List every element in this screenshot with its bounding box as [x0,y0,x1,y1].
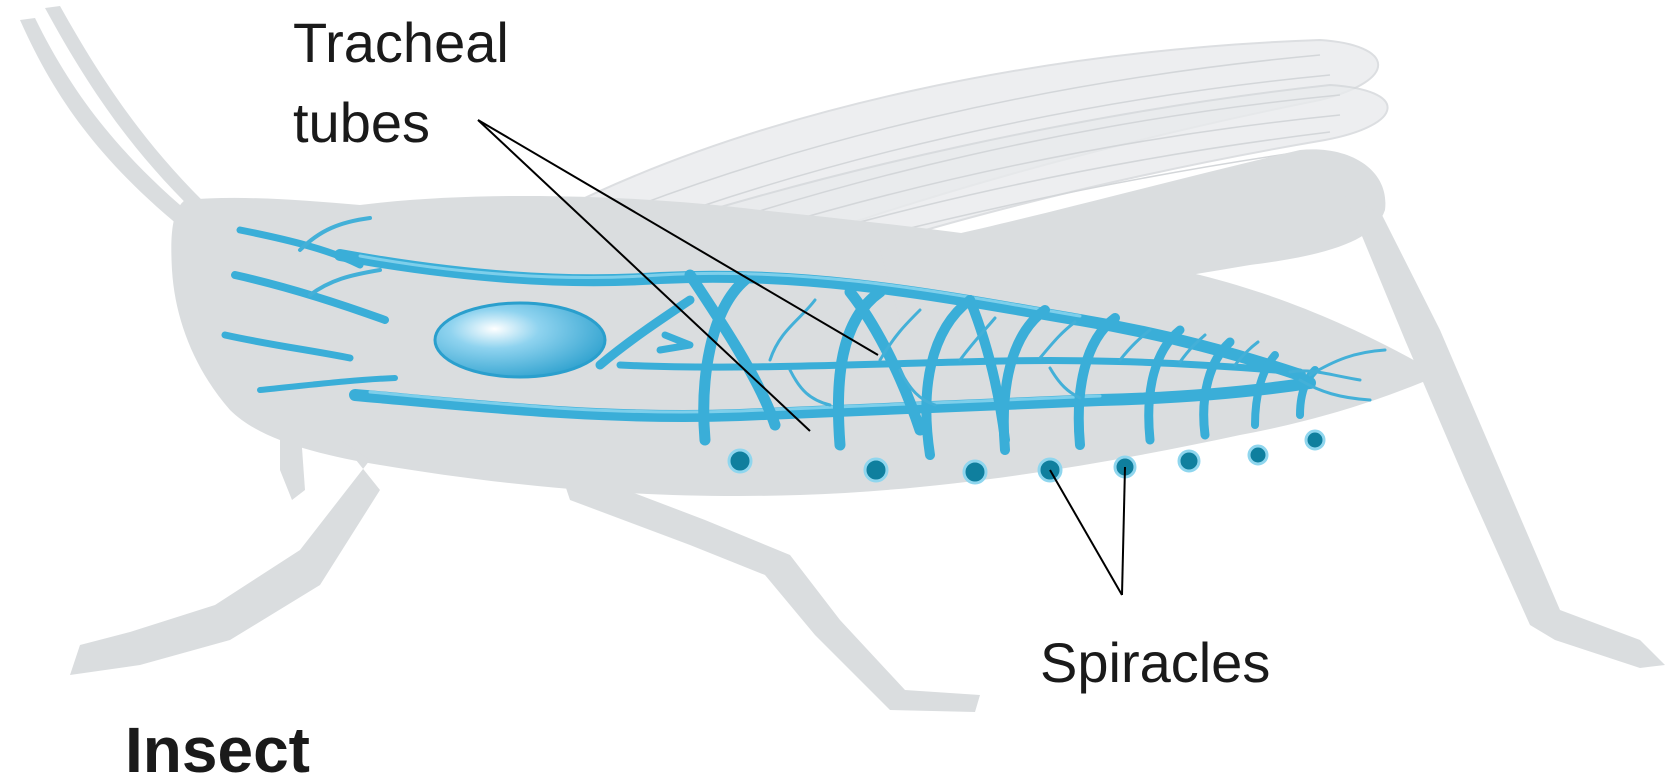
spiracle [865,459,887,481]
spiracle [1249,446,1267,464]
antenna-2 [45,6,212,222]
tracheal-tubes-label-line2: tubes [293,91,430,154]
air-sac [435,303,605,377]
spiracles-label: Spiracles [1040,631,1270,694]
spiracle [729,450,751,472]
antenna-1 [20,18,200,235]
spiracle [964,461,986,483]
front-leg [70,440,380,675]
hind-leg-tibia [1345,195,1665,668]
middle-leg [560,470,980,712]
spiracles-leader-2 [1122,467,1125,595]
diagram-caption: Insect [125,714,310,782]
tracheal-tubes-label-line1: Tracheal [293,11,509,74]
spiracle [1306,431,1324,449]
spiracle [1179,451,1199,471]
spiracles-leader-1 [1050,470,1122,595]
